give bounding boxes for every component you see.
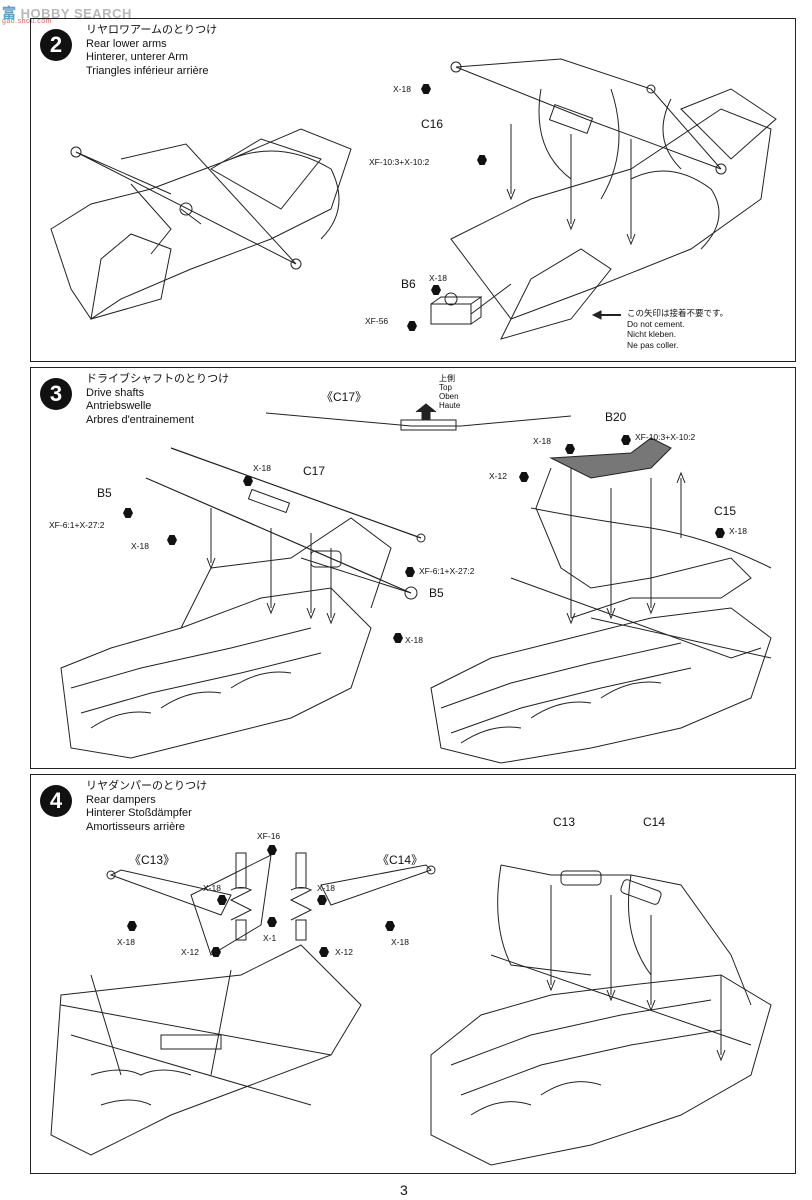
part-label: X-18 — [405, 635, 423, 645]
watermark-sub: gao.shou.com — [2, 18, 52, 25]
step-number-badge: 4 — [40, 785, 72, 817]
paint-label: XF-6:1+X-27:2 — [49, 520, 105, 530]
note-german: Nicht kleben. — [627, 329, 677, 339]
step-title-block: ドライブシャフトのとりつけ Drive shafts Antriebswelle… — [86, 373, 229, 427]
hex-paint-icon — [405, 567, 415, 577]
title-german: Hinterer, unterer Arm — [86, 51, 189, 63]
hex-paint-icon — [385, 921, 395, 931]
step-number-badge: 2 — [40, 29, 72, 61]
title-french: Arbres d'entrainement — [86, 413, 194, 426]
part-label: 《C17》 — [321, 390, 368, 404]
hex-paint-icon — [127, 921, 137, 931]
step-title-block: リヤロワアームのとりつけ Rear lower arms Hinterer, u… — [86, 24, 217, 78]
part-label: B6 — [401, 277, 416, 291]
part-label: C16 — [421, 117, 444, 131]
paint-label: XF-10:3+X-10:2 — [635, 432, 696, 442]
hex-paint-icon — [565, 444, 575, 454]
note-english: Do not cement. — [627, 318, 685, 329]
part-label: X-1 — [263, 933, 277, 943]
page-number: 3 — [400, 1182, 408, 1198]
hex-paint-icon — [407, 321, 417, 331]
part-label: B5 — [97, 486, 112, 500]
part-label: X-18 — [131, 541, 149, 551]
watermark-logo: 富 HOBBY SEARCH gao.shou.com — [2, 3, 132, 25]
top-orientation-label: 上側 Top Oben Haute — [439, 374, 460, 410]
part-label: X-18 — [391, 937, 409, 947]
hex-paint-icon — [267, 917, 277, 927]
top-japanese: 上側 — [439, 374, 455, 383]
part-label: X-12 — [181, 947, 199, 957]
title-english: Rear lower arms — [86, 37, 167, 50]
title-english: Drive shafts — [86, 386, 145, 399]
hex-paint-icon — [621, 435, 631, 445]
hex-paint-icon — [317, 895, 327, 905]
title-german: Hinterer Stoßdämpfer — [86, 807, 192, 819]
title-japanese: リヤダンパーのとりつけ — [86, 780, 208, 792]
part-label: X-18 — [533, 436, 551, 446]
part-label: B20 — [605, 410, 627, 424]
hex-paint-icon — [217, 895, 227, 905]
part-label: X-12 — [335, 947, 353, 957]
hex-paint-icon — [393, 633, 403, 643]
part-label: C14 — [643, 815, 666, 829]
hex-paint-icon — [267, 845, 277, 855]
step-number-badge: 3 — [40, 378, 72, 410]
paint-label: XF-56 — [365, 316, 389, 326]
note-japanese: この矢印は接着不要です。 — [627, 308, 729, 318]
part-label: X-18 — [203, 883, 221, 893]
paint-label: XF-10:3+X-10:2 — [369, 157, 430, 167]
top-french: Haute — [439, 401, 461, 410]
title-english: Rear dampers — [86, 793, 156, 806]
hex-paint-icon — [211, 947, 221, 957]
watermark-text: HOBBY SEARCH — [20, 6, 132, 21]
part-label: B5 — [429, 586, 444, 600]
paint-label: XF-6:1+X-27:2 — [419, 566, 475, 576]
note-french: Ne pas coller. — [627, 339, 679, 350]
title-french: Triangles inférieur arrière — [86, 64, 209, 77]
title-japanese: ドライブシャフトのとりつけ — [86, 373, 230, 385]
step-2-panel: 2 リヤロワアームのとりつけ Rear lower arms Hinterer,… — [30, 18, 796, 362]
part-label: X-18 — [317, 883, 335, 893]
part-label: C17 — [303, 464, 326, 478]
part-label: X-18 — [117, 937, 135, 947]
part-label: X-18 — [393, 84, 411, 94]
part-label: C15 — [714, 504, 737, 518]
part-label: 《C14》 — [377, 853, 424, 867]
hex-paint-icon — [123, 508, 133, 518]
part-label: X-18 — [729, 526, 747, 536]
step-title-block: リヤダンパーのとりつけ Rear dampers Hinterer Stoßdä… — [86, 780, 207, 834]
hex-paint-icon — [431, 285, 441, 295]
part-label: X-12 — [489, 471, 507, 481]
step-4-panel: 4 リヤダンパーのとりつけ Rear dampers Hinterer Stoß… — [30, 774, 796, 1174]
step-2-illustration — [50, 58, 777, 340]
title-german: Antriebswelle — [86, 400, 152, 412]
no-cement-note: この矢印は接着不要です。 Do not cement. Nicht kleben… — [627, 308, 728, 350]
hex-paint-icon — [715, 528, 725, 538]
hex-paint-icon — [243, 476, 253, 486]
step-3-panel: 3 ドライブシャフトのとりつけ Drive shafts Antriebswel… — [30, 367, 796, 769]
part-label: X-18 — [253, 463, 271, 473]
top-german: Oben — [439, 392, 459, 401]
hex-paint-icon — [477, 155, 487, 165]
part-label: C13 — [553, 815, 576, 829]
hex-paint-icon — [319, 947, 329, 957]
part-label: X-18 — [429, 273, 447, 283]
hex-paint-icon — [421, 84, 431, 94]
hex-paint-icon — [519, 472, 529, 482]
title-french: Amortisseurs arrière — [86, 820, 186, 833]
step-4-illustration — [50, 852, 772, 1166]
part-label: 《C13》 — [129, 853, 176, 867]
paint-label: XF-16 — [257, 831, 281, 841]
watermark-hanzi: 富 — [2, 5, 17, 21]
top-english: Top — [439, 383, 452, 392]
title-japanese: リヤロワアームのとりつけ — [86, 24, 218, 36]
step-3-illustration — [60, 403, 772, 764]
hex-paint-icon — [167, 535, 177, 545]
